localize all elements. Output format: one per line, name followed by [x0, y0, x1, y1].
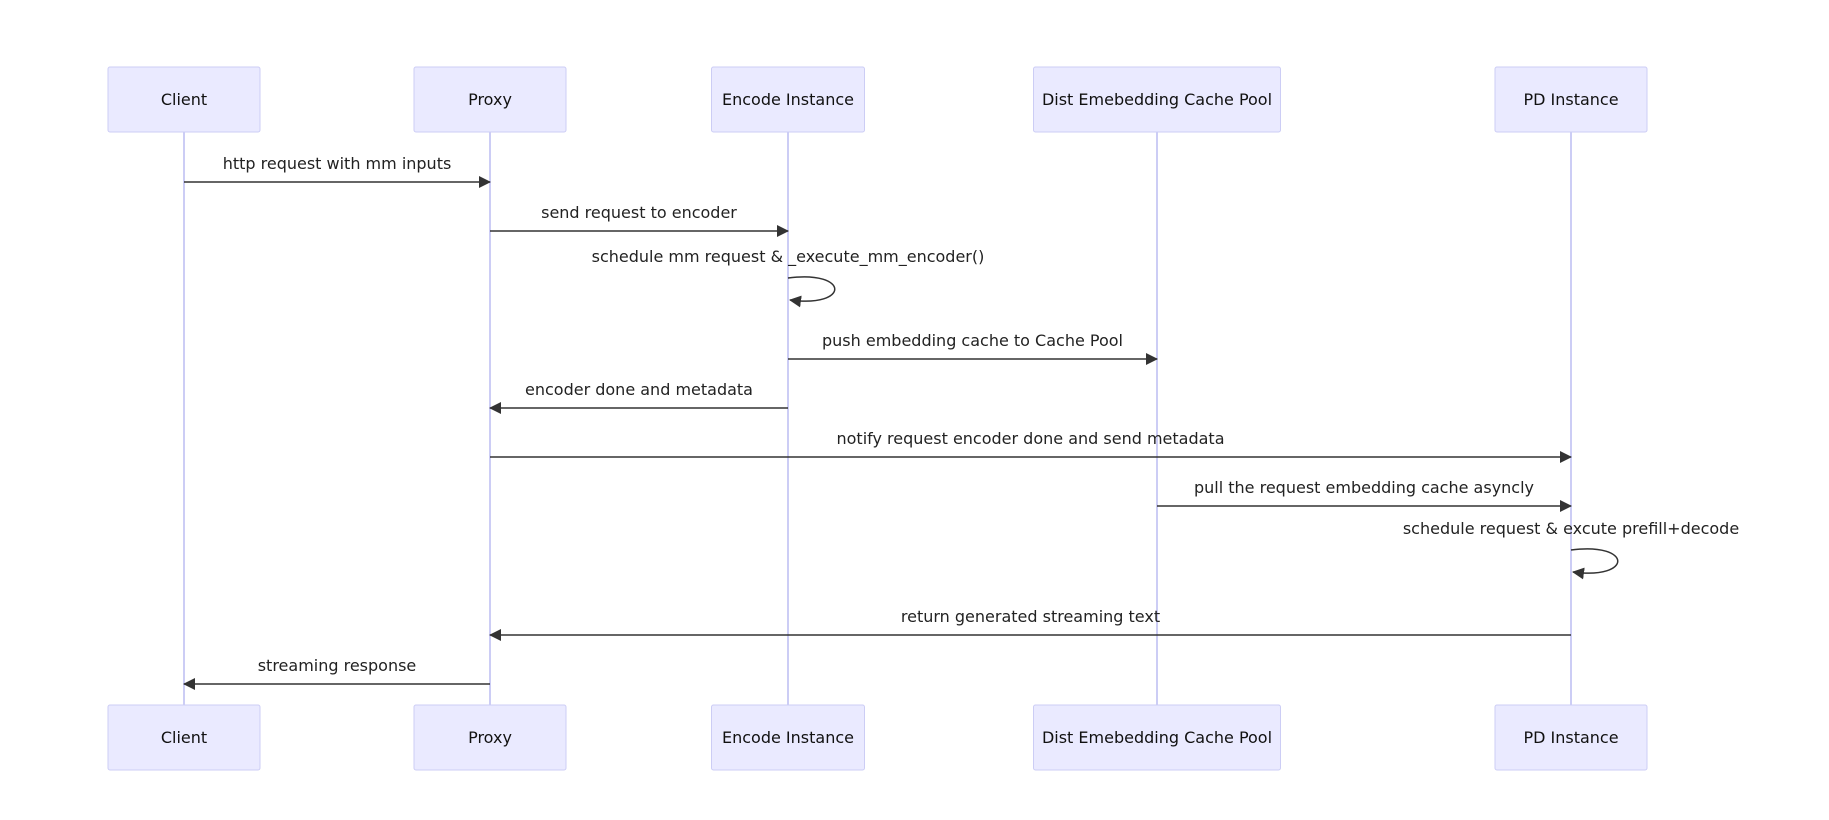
messages: http request with mm inputs send request …: [183, 154, 1739, 690]
actor-client-bottom: Client: [107, 704, 261, 771]
self-message-arrow: [1570, 548, 1619, 580]
message-5: encoder done and metadata: [489, 380, 788, 414]
actor-label: Dist Emebedding Cache Pool: [1042, 728, 1272, 747]
actor-label: Dist Emebedding Cache Pool: [1042, 90, 1272, 109]
message-1: http request with mm inputs: [184, 154, 491, 188]
message-label: pull the request embedding cache asyncly: [1194, 478, 1534, 497]
actors-top: Client Proxy Encode Instance Dist Emebeddin…: [107, 66, 1648, 133]
actor-encoder-bottom: Encode Instance: [711, 704, 865, 771]
actor-box: [711, 704, 865, 771]
actor-pd-bottom: PD Instance: [1494, 704, 1648, 771]
message-label: push embedding cache to Cache Pool: [822, 331, 1123, 350]
message-7: pull the request embedding cache asyncly: [1157, 478, 1572, 512]
actors-bottom: Client Proxy Encode Instance Dist Emebeddin…: [107, 704, 1648, 771]
actor-proxy-bottom: Proxy: [413, 704, 567, 771]
message-label: schedule request & excute prefill+decode: [1403, 519, 1739, 538]
actor-pd-top: PD Instance: [1494, 66, 1648, 133]
message-8: schedule request & excute prefill+decode: [1403, 519, 1739, 580]
actor-box: [413, 66, 567, 133]
message-label: return generated streaming text: [901, 607, 1160, 626]
actor-label: Encode Instance: [722, 728, 854, 747]
message-6: notify request encoder done and send met…: [490, 429, 1572, 463]
actor-label: PD Instance: [1523, 728, 1618, 747]
actor-proxy-top: Proxy: [413, 66, 567, 133]
actor-box: [711, 66, 865, 133]
message-label: send request to encoder: [541, 203, 737, 222]
actor-box: [413, 704, 567, 771]
actor-label: Proxy: [468, 728, 512, 747]
actor-box: [1033, 704, 1281, 771]
message-label: encoder done and metadata: [525, 380, 753, 399]
actor-label: Proxy: [468, 90, 512, 109]
actor-box: [1494, 704, 1648, 771]
lifelines: [183, 132, 1572, 705]
message-10: streaming response: [183, 656, 490, 690]
message-9: return generated streaming text: [489, 607, 1571, 641]
actor-box: [107, 704, 261, 771]
actor-encoder-top: Encode Instance: [711, 66, 865, 133]
message-2: send request to encoder: [490, 203, 789, 237]
message-label: streaming response: [258, 656, 417, 675]
actor-client-top: Client: [107, 66, 261, 133]
actor-label: Encode Instance: [722, 90, 854, 109]
actor-label: Client: [161, 728, 207, 747]
message-label: http request with mm inputs: [223, 154, 452, 173]
actor-cache-bottom: Dist Emebedding Cache Pool: [1033, 704, 1281, 771]
message-label: schedule mm request & _execute_mm_encode…: [592, 247, 985, 267]
actor-box: [107, 66, 261, 133]
actor-cache-top: Dist Emebedding Cache Pool: [1033, 66, 1281, 133]
message-3: schedule mm request & _execute_mm_encode…: [592, 247, 985, 308]
self-message-arrow: [787, 276, 836, 308]
actor-box: [1494, 66, 1648, 133]
message-label: notify request encoder done and send met…: [836, 429, 1224, 448]
actor-label: PD Instance: [1523, 90, 1618, 109]
actor-box: [1033, 66, 1281, 133]
message-4: push embedding cache to Cache Pool: [788, 331, 1158, 365]
actor-label: Client: [161, 90, 207, 109]
